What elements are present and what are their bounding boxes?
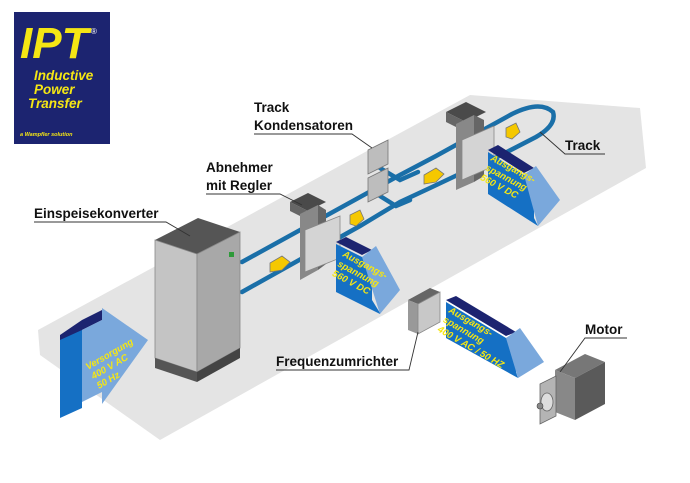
frequenzumrichter-box — [408, 288, 441, 335]
label-einspeisekonverter: Einspeisekonverter — [34, 206, 191, 237]
logo-line-3: Transfer — [28, 96, 83, 111]
label-track-text: Track — [565, 138, 601, 153]
yellow-arrow-icon — [269, 255, 291, 273]
logo-mark: IPT — [20, 19, 92, 68]
yellow-arrow-icon — [505, 122, 521, 140]
track-cable-upper — [239, 104, 556, 265]
output-arrow-dc-2: Ausgangs- spannung 560 V DC — [478, 145, 560, 226]
output-arrow-ac: Ausgangs- spannung 400 V AC / 50 HZ — [435, 296, 544, 378]
label-abnehmer-line-1: Abnehmer — [206, 160, 274, 175]
label-einspeisekonverter-text: Einspeisekonverter — [34, 206, 159, 221]
status-led-icon — [229, 252, 234, 257]
label-motor-text: Motor — [585, 322, 623, 337]
einspeisekonverter-cabinet — [154, 218, 241, 382]
label-frequenzumrichter: Frequenzumrichter — [276, 331, 419, 371]
yellow-arrow-icon — [423, 167, 445, 185]
logo-line-2: Power — [34, 82, 75, 97]
logo-tagline: a Wampfler solution — [20, 132, 73, 138]
label-motor: Motor — [559, 322, 627, 373]
label-track-kond-line-2: Kondensatoren — [254, 118, 353, 133]
output-arrow-dc-1: Ausgangs- spannung 560 V DC — [330, 237, 400, 314]
logo-registered: ® — [91, 27, 97, 36]
ipt-logo: IPT ® Inductive Power Transfer a Wampfle… — [14, 12, 110, 144]
logo-line-1: Inductive — [34, 68, 94, 83]
label-track-kond-line-1: Track — [254, 100, 290, 115]
track-capacitors — [367, 137, 394, 203]
label-frequenzumrichter-text: Frequenzumrichter — [276, 354, 399, 369]
motor — [536, 354, 605, 425]
label-track: Track — [539, 131, 605, 155]
yellow-arrow-icon — [349, 209, 365, 227]
pickup-indicators — [269, 122, 521, 273]
label-track-kondensatoren: Track Kondensatoren — [254, 100, 373, 149]
label-abnehmer: Abnehmer mit Regler — [206, 160, 303, 206]
supply-arrow: Versorgung 400 V AC 50 Hz — [60, 308, 148, 418]
label-abnehmer-line-2: mit Regler — [206, 178, 273, 193]
track-cable-kond-2 — [377, 193, 413, 209]
